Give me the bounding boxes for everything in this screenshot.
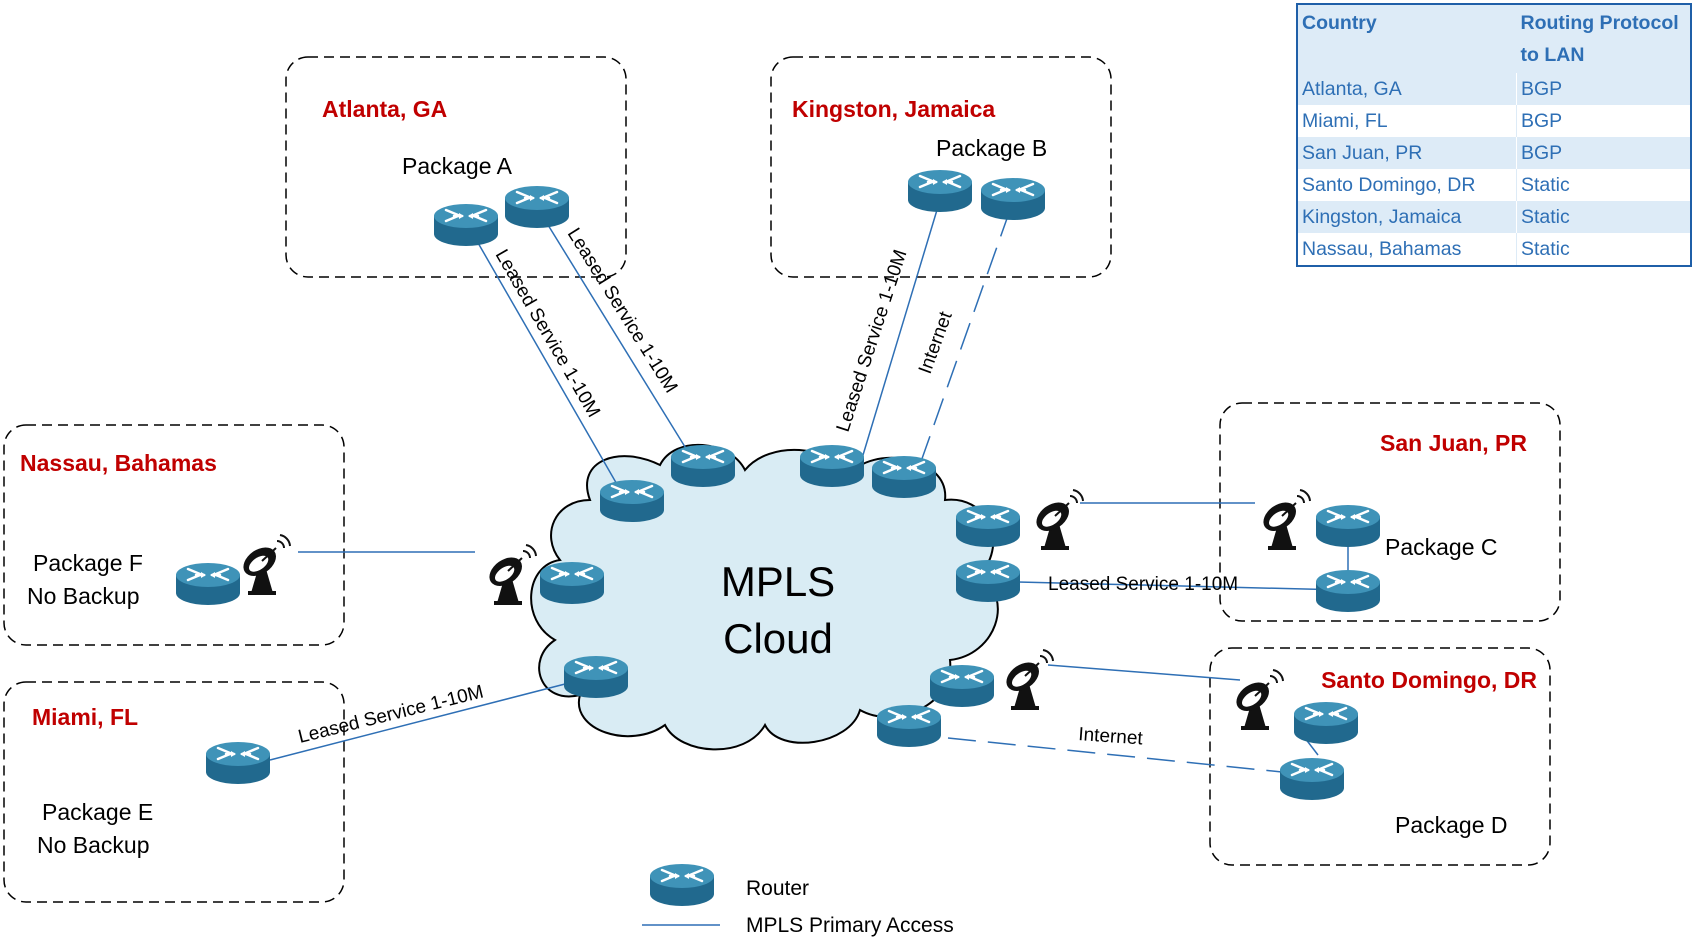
table-row: San Juan, PR BGP — [1297, 137, 1691, 169]
package-label-d: Package D — [1395, 812, 1508, 838]
table-header-protocol: Routing Protocol to LAN — [1516, 4, 1691, 73]
table-cell-country: Santo Domingo, DR — [1297, 169, 1517, 201]
cloud-label-line2: Cloud — [723, 615, 833, 662]
site-title-kingston: Kingston, Jamaica — [792, 96, 995, 122]
site-title-miami: Miami, FL — [32, 704, 138, 730]
router-icon — [954, 503, 1022, 549]
router-icon — [906, 168, 974, 214]
table-cell-protocol: BGP — [1516, 137, 1691, 169]
table-cell-protocol: BGP — [1516, 105, 1691, 137]
table-row: Nassau, Bahamas Static — [1297, 233, 1691, 266]
router-icon — [1292, 700, 1360, 746]
package-label-f: Package F — [33, 550, 143, 576]
router-icon — [870, 454, 938, 500]
satellite-dish-icon — [1000, 649, 1054, 711]
link-santo-domingo-internet — [947, 737, 1283, 773]
router-icon — [875, 703, 943, 749]
satellite-dish-icon — [1230, 669, 1284, 731]
table-cell-country: San Juan, PR — [1297, 137, 1517, 169]
table-cell-protocol: Static — [1516, 201, 1691, 233]
link-label-kingston-leased: Leased Service 1-10M — [833, 247, 912, 434]
table-cell-country: Atlanta, GA — [1297, 73, 1517, 105]
package-note-f: No Backup — [27, 583, 140, 609]
site-box-kingston — [770, 56, 1112, 278]
router-icon — [669, 443, 737, 489]
router-icon — [538, 560, 606, 606]
router-icon — [598, 478, 666, 524]
link-label-miami: Leased Service 1-10M — [296, 681, 486, 747]
table-cell-country: Kingston, Jamaica — [1297, 201, 1517, 233]
package-label-b: Package B — [936, 135, 1047, 161]
satellite-dish-icon — [237, 534, 291, 596]
link-kingston-leased — [859, 199, 941, 466]
link-atlanta-2 — [539, 211, 691, 456]
link-label-santo-domingo-internet: Internet — [1078, 724, 1144, 749]
table-header-row: Country Routing Protocol to LAN — [1297, 4, 1691, 73]
satellite-dish-icon — [1030, 489, 1084, 551]
table-header-country: Country — [1297, 4, 1517, 73]
router-icon — [174, 561, 242, 607]
satellite-dish-icon — [1257, 489, 1311, 551]
router-icon — [204, 740, 272, 786]
router-icon — [432, 202, 500, 248]
mpls-cloud — [530, 444, 999, 751]
site-title-santo-domingo: Santo Domingo, DR — [1321, 667, 1537, 693]
router-icon — [1278, 756, 1346, 802]
link-san-juan-leased — [1017, 581, 1346, 591]
package-label-e: Package E — [42, 799, 153, 825]
legend-line-label: MPLS Primary Access — [746, 914, 954, 937]
site-box-san-juan — [1219, 402, 1561, 622]
table-row: Miami, FL BGP — [1297, 105, 1691, 137]
satellite-dish-icon — [483, 544, 537, 606]
site-box-atlanta — [285, 56, 627, 278]
router-icon — [503, 184, 571, 230]
router-icon — [562, 654, 630, 700]
link-santo-domingo-satellite — [1047, 664, 1241, 681]
site-box-miami — [3, 681, 345, 903]
link-label-kingston-internet: Internet — [915, 308, 957, 376]
table-cell-protocol: Static — [1516, 169, 1691, 201]
table-row: Atlanta, GA BGP — [1297, 73, 1691, 105]
table-row: Kingston, Jamaica Static — [1297, 201, 1691, 233]
link-label-san-juan-leased: Leased Service 1-10M — [1048, 574, 1238, 595]
site-box-nassau — [3, 424, 345, 646]
link-atlanta-1 — [465, 221, 623, 494]
site-title-san-juan: San Juan, PR — [1380, 430, 1527, 456]
link-kingston-internet — [917, 209, 1011, 471]
legend-router-icon — [648, 862, 716, 908]
cloud-label-line1: MPLS — [721, 558, 835, 605]
table-row: Santo Domingo, DR Static — [1297, 169, 1691, 201]
package-note-e: No Backup — [37, 832, 150, 858]
routing-protocol-table: Country Routing Protocol to LAN Atlanta,… — [1296, 3, 1692, 267]
legend-router-label: Router — [746, 877, 809, 900]
router-icon — [1314, 568, 1382, 614]
site-title-nassau: Nassau, Bahamas — [20, 450, 217, 476]
table-cell-protocol: Static — [1516, 233, 1691, 266]
router-icon — [954, 558, 1022, 604]
package-label-a: Package A — [402, 153, 513, 179]
site-box-santo-domingo — [1209, 647, 1551, 866]
router-icon — [979, 176, 1047, 222]
table-cell-protocol: BGP — [1516, 73, 1691, 105]
router-icon — [928, 663, 996, 709]
table-cell-country: Nassau, Bahamas — [1297, 233, 1517, 266]
router-icon — [798, 443, 866, 489]
table-cell-country: Miami, FL — [1297, 105, 1517, 137]
site-title-atlanta: Atlanta, GA — [322, 96, 447, 122]
package-label-c: Package C — [1385, 534, 1498, 560]
router-icon — [1314, 503, 1382, 549]
link-miami — [269, 674, 601, 761]
